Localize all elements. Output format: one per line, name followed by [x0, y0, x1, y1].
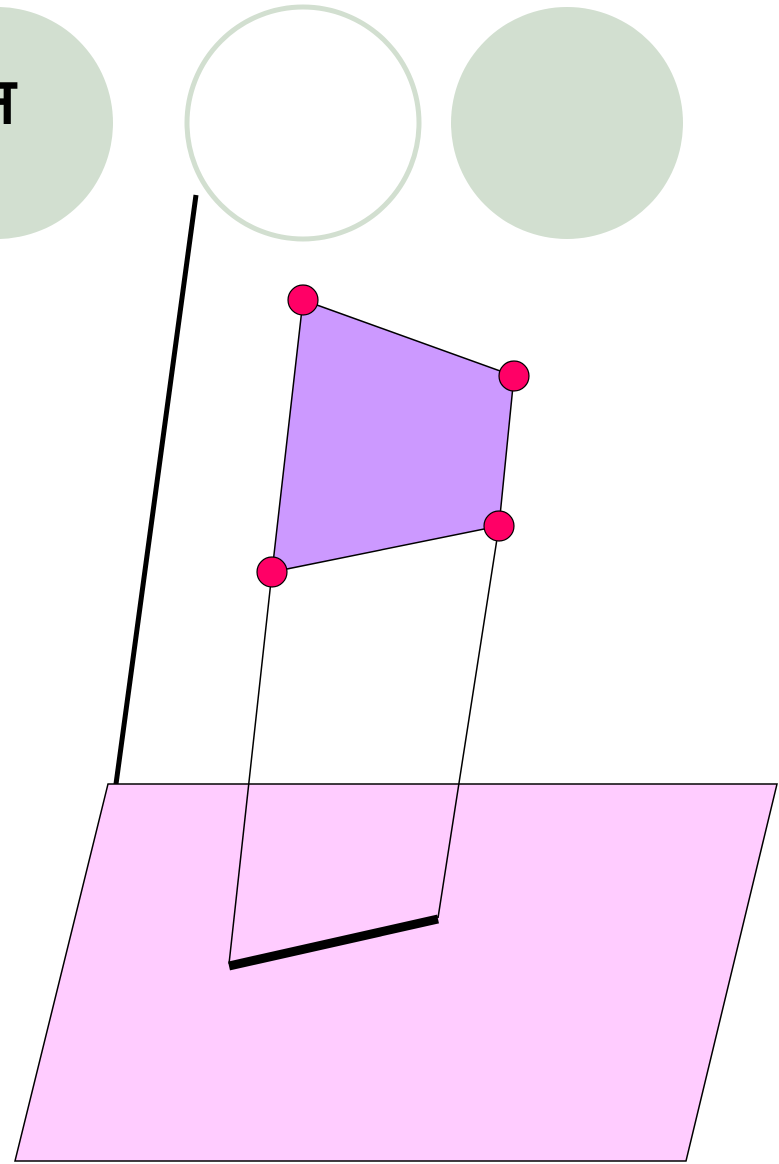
vertex-point-bottom-right — [483, 510, 515, 542]
projection-line-right — [437, 525, 500, 919]
vertex-point-top-left — [287, 284, 319, 316]
projection-line-left — [228, 571, 273, 965]
decorative-circle-left — [0, 7, 113, 239]
perpendicular-line — [113, 194, 199, 785]
vertex-point-bottom-left — [256, 556, 288, 588]
vertex-point-top-right — [498, 360, 530, 392]
quadrilateral — [271, 298, 515, 573]
decorative-circle-middle — [184, 4, 422, 242]
header-glyph: न — [0, 65, 18, 139]
projected-segment — [228, 914, 439, 971]
projection-plane — [14, 783, 778, 1162]
decorative-circle-right — [451, 7, 683, 239]
